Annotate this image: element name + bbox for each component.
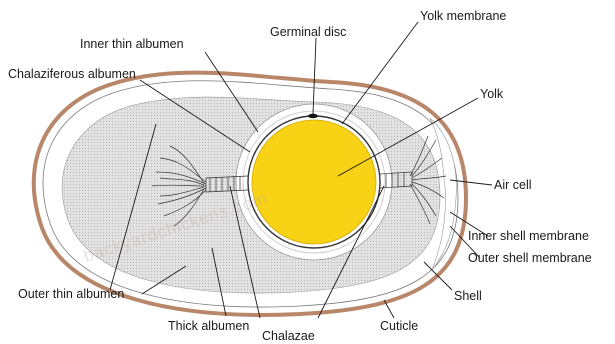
label-yolk-membrane: Yolk membrane (420, 9, 506, 23)
label-outer-thin-albumen: Outer thin albumen (18, 287, 124, 301)
yolk (252, 120, 376, 244)
label-chalaziferous-albumen: Chalaziferous albumen (8, 67, 136, 81)
germinal-disc (308, 114, 318, 118)
label-shell: Shell (454, 289, 482, 303)
label-cuticle: Cuticle (380, 319, 418, 333)
label-chalazae: Chalazae (262, 329, 315, 343)
label-outer-shell-membrane: Outer shell membrane (468, 251, 592, 265)
label-germinal-disc: Germinal disc (270, 25, 346, 39)
label-inner-thin-albumen: Inner thin albumen (80, 37, 184, 51)
label-air-cell: Air cell (494, 178, 532, 192)
label-yolk: Yolk (480, 87, 504, 101)
label-inner-shell-membrane: Inner shell membrane (468, 229, 589, 243)
label-thick-albumen: Thick albumen (168, 319, 249, 333)
